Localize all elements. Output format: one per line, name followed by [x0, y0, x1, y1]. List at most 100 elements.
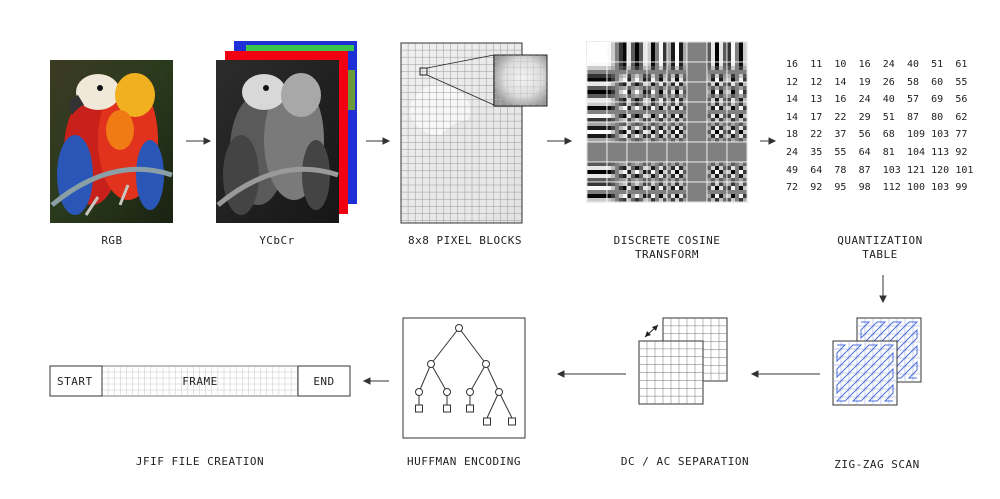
quant-cell: 95	[834, 182, 847, 194]
quant-cell: 72	[786, 182, 799, 194]
quant-cell: 100	[906, 182, 925, 194]
quant-cell: 55	[834, 146, 847, 158]
quant-cell: 37	[834, 129, 847, 141]
quant-cell: 55	[955, 76, 968, 88]
quant-cell: 120	[931, 164, 950, 176]
quant-cell: 10	[834, 59, 847, 70]
dct-basis-grid	[586, 41, 748, 203]
arrow-huffman-to-jfif	[362, 377, 389, 385]
arrow-quant-to-zigzag	[879, 275, 887, 304]
quant-cell: 103	[931, 182, 950, 194]
quant-row: 14 17 22 29 51 87 80 62	[786, 109, 980, 127]
dc-ac-separation-blocks	[638, 317, 728, 405]
quant-cell: 103	[882, 164, 901, 176]
quant-row: 72 92 95 98 112 100 103 99	[786, 179, 980, 197]
quant-cell: 22	[810, 129, 823, 141]
quant-cell: 92	[810, 182, 823, 194]
huffman-tree	[402, 317, 526, 439]
quant-cell: 18	[786, 129, 799, 141]
arrow-dct-to-quant	[760, 137, 777, 145]
jfif-end-label: END	[313, 375, 335, 388]
quant-cell: 12	[786, 76, 799, 88]
quant-cell: 49	[786, 164, 799, 176]
quant-cell: 81	[882, 146, 895, 158]
quant-cell: 121	[906, 164, 925, 176]
quant-cell: 16	[834, 94, 847, 106]
quant-cell: 99	[955, 182, 968, 194]
quant-cell: 109	[906, 129, 925, 141]
quant-cell: 24	[786, 146, 799, 158]
quant-cell: 104	[906, 146, 925, 158]
quant-cell: 26	[882, 76, 895, 88]
quant-cell: 35	[810, 146, 823, 158]
quant-cell: 98	[858, 182, 871, 194]
label-dct: DISCRETE COSINE TRANSFORM	[613, 234, 721, 261]
label-dc-ac: DC / AC SEPARATION	[620, 455, 750, 468]
arrow-zigzag-to-dcac	[750, 370, 820, 378]
ycbcr-layered-image	[216, 41, 357, 223]
arrow-blocks-to-dct	[547, 137, 573, 145]
quant-cell: 101	[955, 164, 974, 176]
quant-cell: 80	[931, 111, 944, 123]
quant-cell: 60	[931, 76, 944, 88]
quant-cell: 19	[858, 76, 871, 88]
quant-cell: 22	[834, 111, 847, 123]
quant-cell: 16	[786, 59, 799, 70]
quant-cell: 24	[882, 59, 895, 70]
quant-cell: 14	[834, 76, 847, 88]
arrow-ycbcr-to-blocks	[366, 137, 391, 145]
quant-cell: 14	[786, 94, 799, 106]
quant-cell: 16	[858, 59, 871, 70]
quant-cell: 56	[955, 94, 968, 106]
quant-cell: 69	[931, 94, 944, 106]
pixel-blocks-grid	[400, 42, 548, 224]
label-quantization: QUANTIZATION TABLE	[837, 234, 923, 261]
quant-cell: 40	[906, 59, 919, 70]
label-zigzag: ZIG-ZAG SCAN	[834, 458, 920, 471]
quant-cell: 17	[810, 111, 823, 123]
quant-cell: 68	[882, 129, 895, 141]
quant-cell: 87	[858, 164, 871, 176]
quant-cell: 61	[955, 59, 968, 70]
quant-cell: 56	[858, 129, 871, 141]
quant-cell: 92	[955, 146, 968, 158]
jfif-frame-label: FRAME	[182, 375, 218, 388]
quant-cell: 51	[882, 111, 895, 123]
quant-cell: 87	[906, 111, 919, 123]
quant-cell: 113	[931, 146, 950, 158]
quant-row: 49 64 78 87 103 121 120 101	[786, 162, 980, 180]
quant-cell: 11	[810, 59, 823, 70]
quant-cell: 112	[882, 182, 901, 194]
arrow-rgb-to-ycbcr	[186, 137, 212, 145]
quant-cell: 40	[882, 94, 895, 106]
label-ycbcr: YCbCr	[259, 234, 295, 247]
quant-row: 18 22 37 56 68 109 103 77	[786, 126, 980, 144]
quant-cell: 103	[931, 129, 950, 141]
quant-cell: 24	[858, 94, 871, 106]
quant-cell: 14	[786, 111, 799, 123]
quant-cell: 13	[810, 94, 823, 106]
quant-cell: 64	[858, 146, 871, 158]
label-huffman: HUFFMAN ENCODING	[407, 455, 521, 468]
label-rgb: RGB	[101, 234, 123, 247]
quant-cell: 77	[955, 129, 968, 141]
quant-cell: 64	[810, 164, 823, 176]
quant-row: 16 11 10 16 24 40 51 61	[786, 56, 980, 74]
jfif-file-bar	[49, 365, 351, 397]
quant-cell: 78	[834, 164, 847, 176]
quant-cell: 51	[931, 59, 944, 70]
label-pixel-blocks: 8x8 PIXEL BLOCKS	[408, 234, 522, 247]
jfif-start-label: START	[57, 375, 93, 388]
quant-row: 24 35 55 64 81 104 113 92	[786, 144, 980, 162]
zigzag-scan-blocks	[832, 317, 922, 406]
quant-cell: 29	[858, 111, 871, 123]
arrow-dcac-to-huffman	[556, 370, 626, 378]
quant-cell: 12	[810, 76, 823, 88]
label-jfif: JFIF FILE CREATION	[135, 455, 265, 468]
rgb-parrot-image	[50, 60, 173, 223]
quant-cell: 62	[955, 111, 968, 123]
